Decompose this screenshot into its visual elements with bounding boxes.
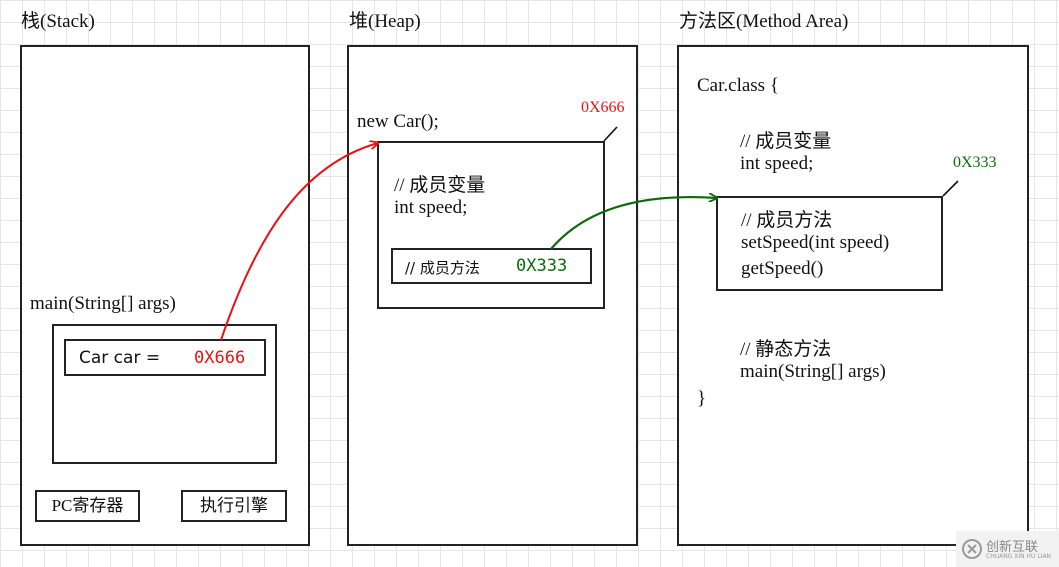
method-area-method-setspeed: setSpeed(int speed) — [741, 232, 890, 253]
heap-member-var: int speed; — [394, 197, 468, 218]
watermark: 创新互联 CHUANG XIN HU LIAN — [956, 531, 1059, 567]
heap-method-comment: // 成员方法 — [405, 259, 480, 277]
method-area-methods-address: 0X333 — [953, 154, 997, 171]
heap-member-var-comment: // 成员变量 — [394, 175, 486, 196]
heap-method-ref: 0X333 — [516, 256, 568, 276]
stack-variable-name: Car car = — [79, 348, 161, 368]
heap-object-address: 0X666 — [581, 99, 625, 116]
method-area-static-method: main(String[] args) — [740, 361, 886, 382]
method-area-title: 方法区(Method Area) — [679, 11, 849, 32]
method-area-method-comment: // 成员方法 — [741, 210, 833, 231]
heap-new-car: new Car(); — [357, 111, 439, 132]
exec-engine-label: 执行引擎 — [200, 496, 268, 515]
method-area-class-close: } — [697, 388, 707, 409]
watermark-logo: 创新互联 — [986, 540, 1039, 555]
watermark-logo-icon — [962, 539, 982, 559]
heap-method-ref-box: // 成员方法 0X333 — [391, 248, 592, 284]
exec-engine-box: 执行引擎 — [181, 490, 287, 522]
pc-register-box: PC寄存器 — [35, 490, 140, 522]
stack-variable-value: 0X666 — [194, 348, 246, 368]
method-area-panel — [677, 45, 1029, 546]
pc-register-label: PC寄存器 — [51, 496, 124, 515]
method-area-static-comment: // 静态方法 — [740, 339, 832, 360]
method-area-methods-box: // 成员方法 setSpeed(int speed) getSpeed() — [716, 196, 943, 291]
stack-title: 栈(Stack) — [21, 11, 95, 32]
method-area-member-var: int speed; — [740, 153, 814, 174]
stack-frame-label: main(String[] args) — [30, 293, 176, 314]
method-area-class-open: Car.class { — [697, 75, 779, 96]
stack-variable-box: Car car = 0X666 — [64, 339, 266, 376]
method-area-method-getspeed: getSpeed() — [741, 258, 824, 279]
method-area-member-var-comment: // 成员变量 — [740, 131, 832, 152]
heap-title: 堆(Heap) — [349, 11, 421, 32]
watermark-subtitle: CHUANG XIN HU LIAN — [986, 553, 1052, 560]
